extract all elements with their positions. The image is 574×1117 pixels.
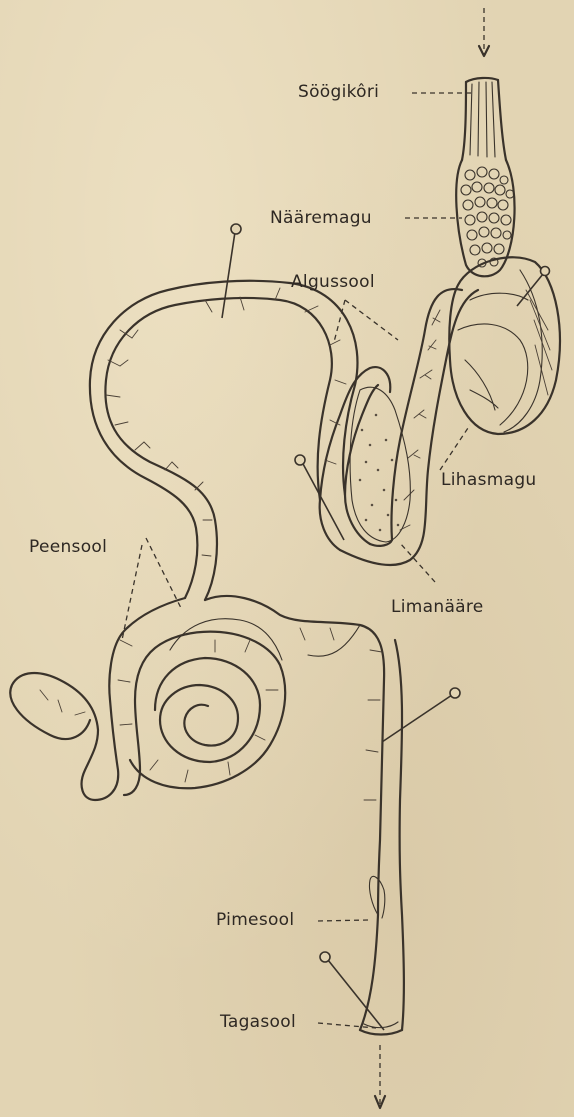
pin-1 — [222, 224, 241, 318]
proventriculus — [456, 160, 514, 276]
esophagus — [462, 78, 506, 160]
leader-lines — [122, 93, 472, 1028]
label-pancreas: Limanääre — [391, 597, 484, 617]
label-small-intestine: Peensool — [29, 537, 107, 557]
gizzard — [449, 257, 560, 434]
label-gizzard: Lihasmagu — [441, 470, 537, 490]
exit-arrow — [375, 1045, 385, 1108]
small-intestine-upper — [90, 281, 358, 600]
duodenal-loop — [320, 289, 478, 565]
label-rectum: Tagasool — [220, 1012, 296, 1032]
label-esophagus: Söögikôri — [298, 82, 379, 102]
rectum — [360, 640, 404, 1035]
entry-arrow — [479, 8, 489, 56]
pancreas — [350, 387, 410, 542]
small-intestine-coil — [10, 596, 384, 915]
pin-4 — [382, 688, 460, 742]
label-proventriculus: Nääremagu — [270, 208, 372, 228]
label-caecum: Pimesool — [216, 910, 294, 930]
label-duodenum: Algussool — [291, 272, 375, 292]
